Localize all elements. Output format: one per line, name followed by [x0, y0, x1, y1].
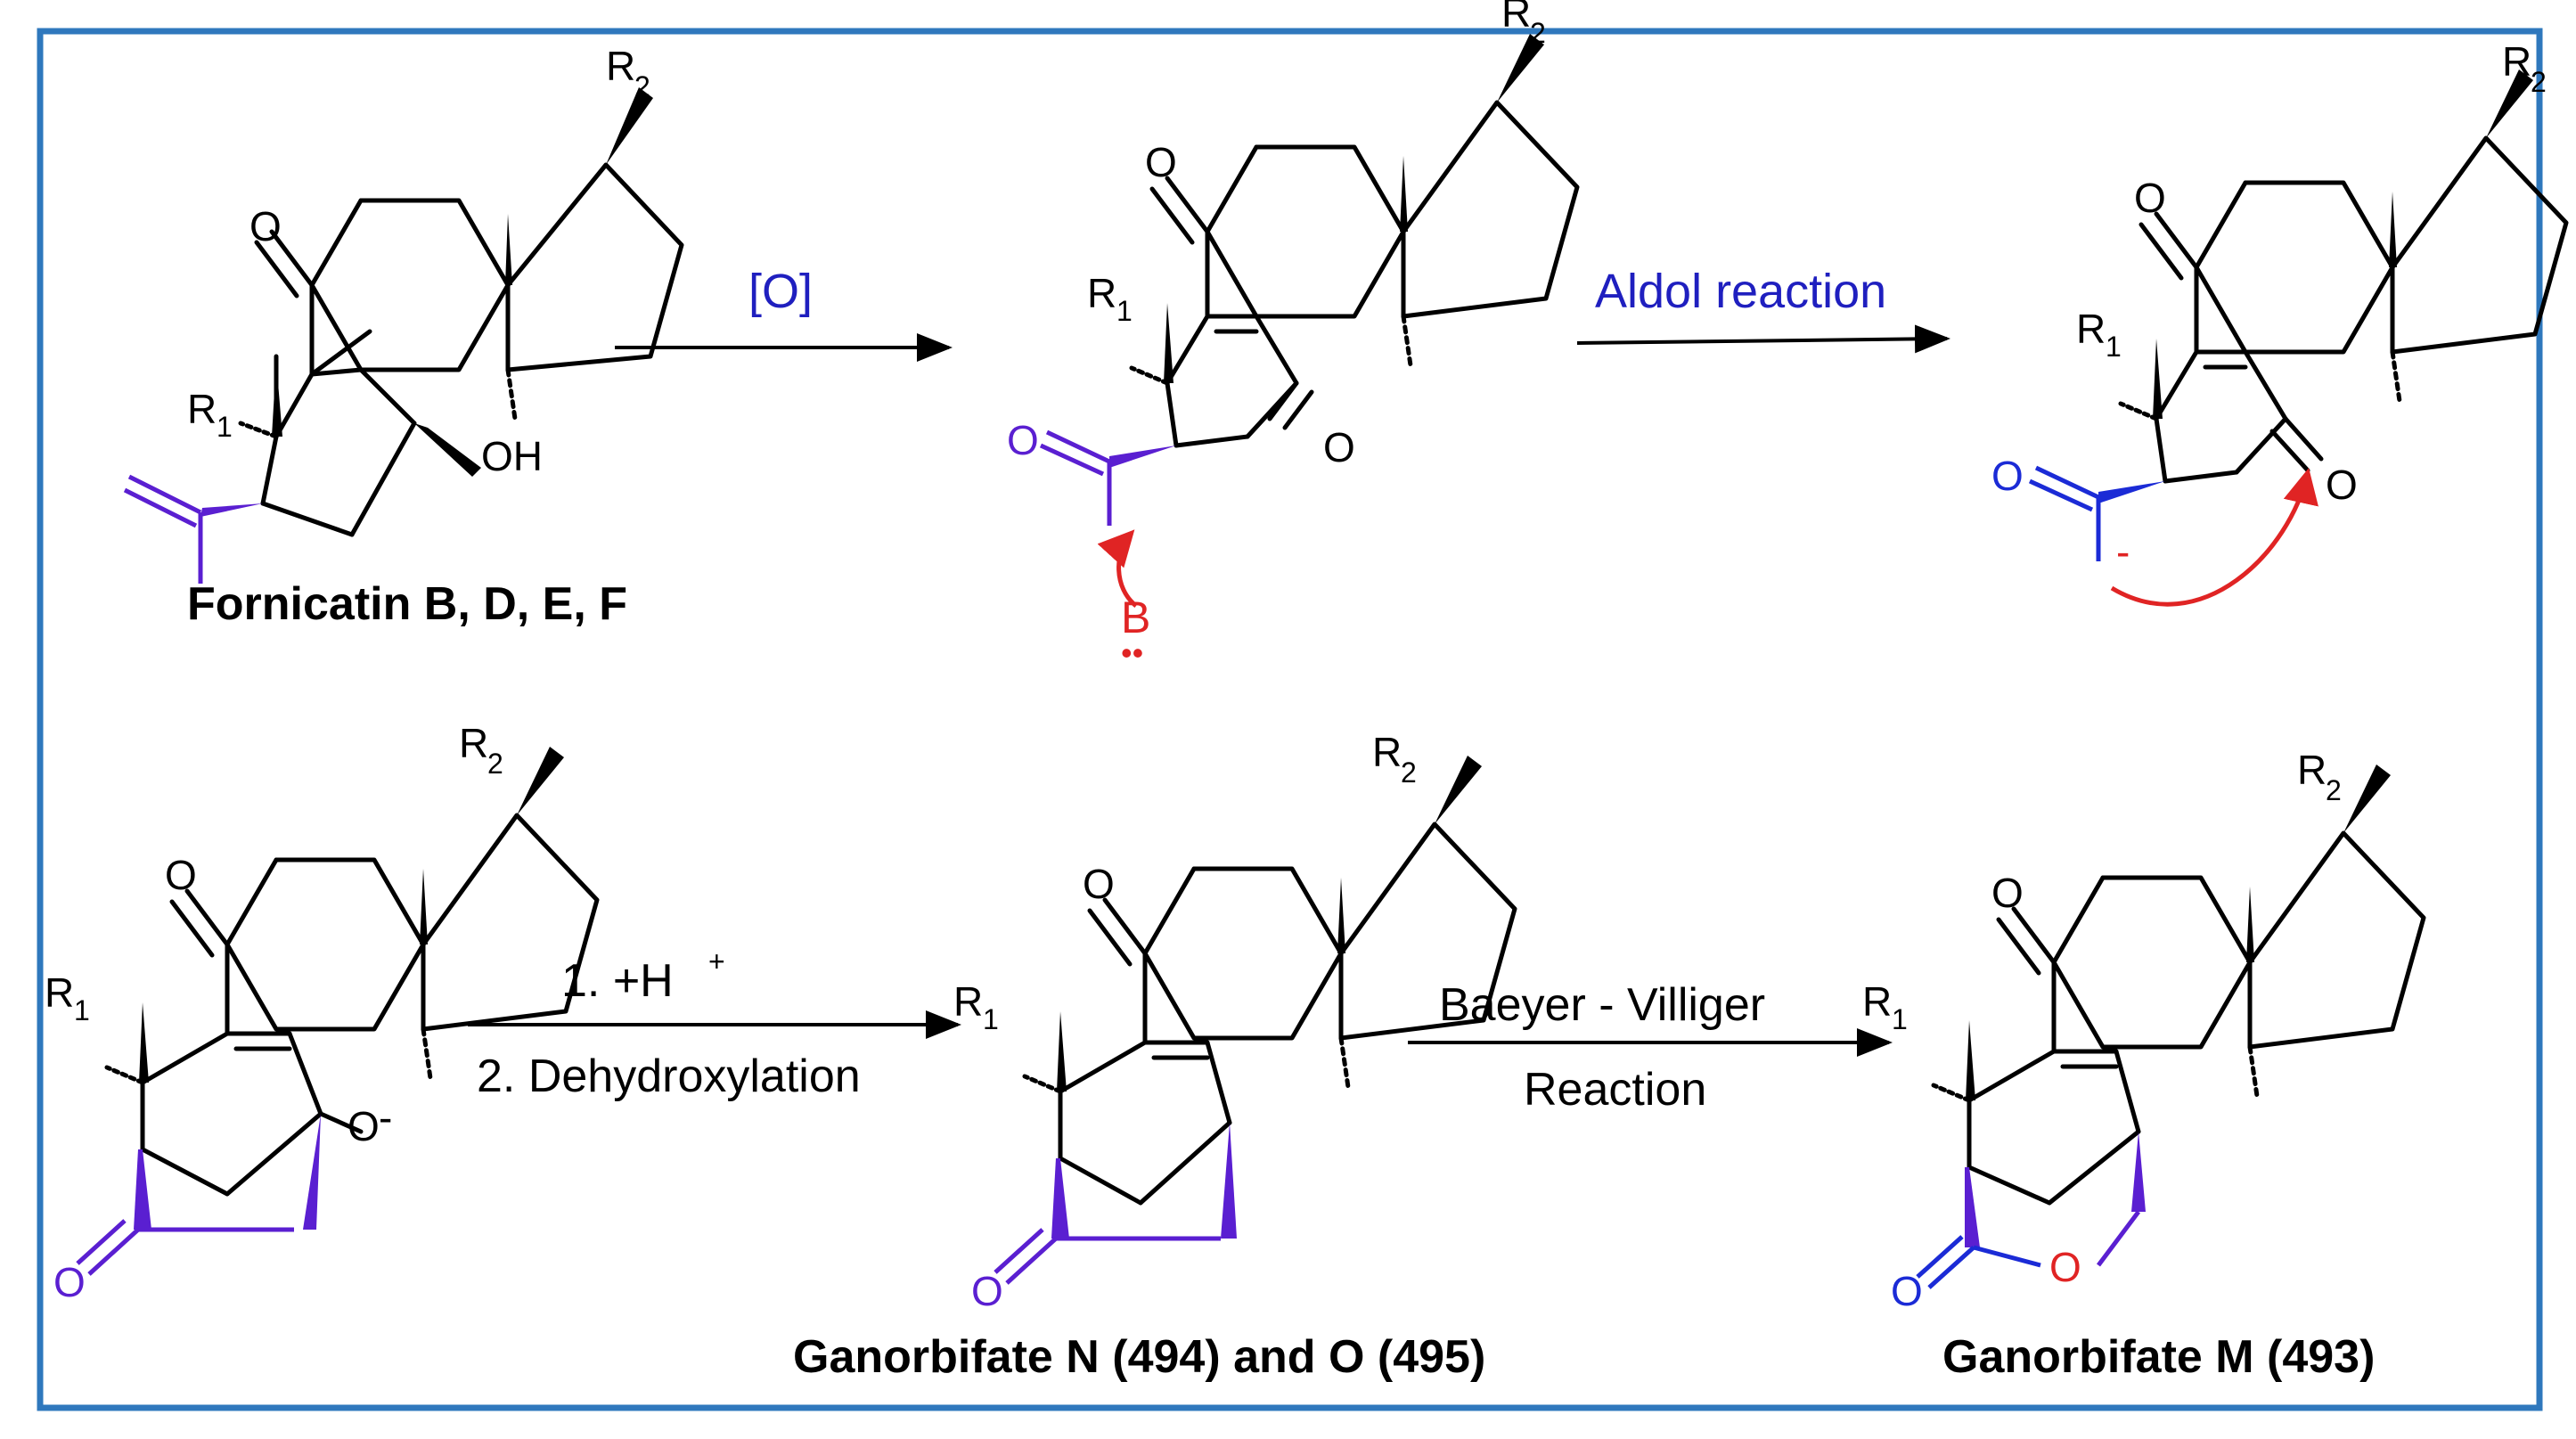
r1-label-1: R — [187, 386, 217, 432]
hydroxyl-label: OH — [481, 433, 543, 479]
r1-sub-6: 1 — [1892, 1003, 1908, 1035]
ketone-oxygen-6: O — [1991, 870, 2024, 916]
step-protonation: 1. +H — [561, 955, 674, 1007]
r2-sub-3: 2 — [2531, 66, 2547, 98]
ketone-oxygen-4: O — [165, 852, 197, 898]
alkoxide-oxygen: O — [348, 1103, 380, 1149]
r2-sub-2: 2 — [1530, 17, 1546, 49]
r1-sub-5: 1 — [983, 1003, 999, 1035]
r1-sub-4: 1 — [74, 994, 90, 1026]
r1-label-6: R — [1862, 978, 1892, 1025]
r1-label-2: R — [1087, 270, 1116, 316]
r2-sub-4: 2 — [487, 748, 503, 780]
r1-sub-1: 1 — [217, 411, 233, 443]
bridge-oxygen-4: O — [53, 1259, 86, 1305]
reagent-aldol: Aldol reaction — [1595, 265, 1886, 318]
reagent-baeyer-line2: Reaction — [1524, 1064, 1706, 1116]
ketone-oxygen-5: O — [1083, 861, 1115, 907]
base-label: B — [1121, 593, 1150, 642]
r2-label-1: R — [606, 43, 635, 89]
r1-label-5: R — [953, 978, 983, 1025]
ketone-oxygen-3a: O — [2134, 175, 2166, 221]
lactone-carbonyl-oxygen: O — [1891, 1268, 1923, 1314]
acyl-oxygen-2: O — [1007, 417, 1039, 463]
label-ganorbifate-no: Ganorbifate N (494) and O (495) — [793, 1331, 1485, 1383]
structure-diketone: O O O R 1 R 2 B •• — [1007, 0, 1580, 671]
r2-label-2: R — [1501, 0, 1531, 36]
r2-label-5: R — [1372, 729, 1402, 775]
r1-label-3: R — [2076, 306, 2106, 352]
r2-sub-6: 2 — [2326, 774, 2342, 806]
structure-ganorbifate-no: O O R 1 R 2 — [953, 729, 1517, 1314]
structure-ganorbifate-m: O O O R 1 R 2 — [1862, 747, 2426, 1314]
lactone-ring-oxygen: O — [2049, 1244, 2081, 1290]
r1-sub-2: 1 — [1116, 295, 1133, 327]
r2-sub-1: 2 — [634, 70, 650, 102]
r1-label-4: R — [45, 969, 74, 1016]
r2-sub-5: 2 — [1401, 756, 1417, 789]
r2-label-3: R — [2502, 38, 2531, 85]
ketone-oxygen-2a: O — [1145, 139, 1177, 185]
scheme-frame — [37, 28, 2543, 1411]
arrow-aldol — [1576, 324, 1950, 354]
structure-alkoxide: O O O - R 1 R 2 — [45, 720, 600, 1305]
reagent-oxidation: [O] — [748, 265, 813, 318]
ketone-oxygen-3b: O — [2326, 462, 2358, 508]
ketone-oxygen-1: O — [249, 203, 282, 249]
ketone-oxygen-2b: O — [1323, 424, 1355, 470]
enolate-charge: - — [2116, 528, 2130, 575]
structure-enolate: - O O O R 1 R 2 — [1991, 38, 2569, 607]
r2-label-4: R — [459, 720, 488, 766]
label-fornicatin: Fornicatin B, D, E, F — [187, 578, 627, 630]
acyl-oxygen-3: O — [1991, 453, 2024, 499]
r2-label-6: R — [2297, 747, 2327, 793]
structure-fornicatin: O R 1 R 2 OH — [123, 43, 684, 584]
step-protonation-sup: + — [708, 945, 725, 977]
r1-sub-3: 1 — [2106, 331, 2122, 363]
base-lone-pair: •• — [1121, 634, 1143, 671]
label-ganorbifate-m: Ganorbifate M (493) — [1942, 1331, 2375, 1383]
alkoxide-charge: - — [379, 1094, 392, 1141]
bridge-oxygen-5: O — [971, 1268, 1003, 1314]
reagent-baeyer-line1: Baeyer - Villiger — [1439, 979, 1765, 1031]
step-dehydroxylation: 2. Dehydroxylation — [477, 1051, 861, 1102]
